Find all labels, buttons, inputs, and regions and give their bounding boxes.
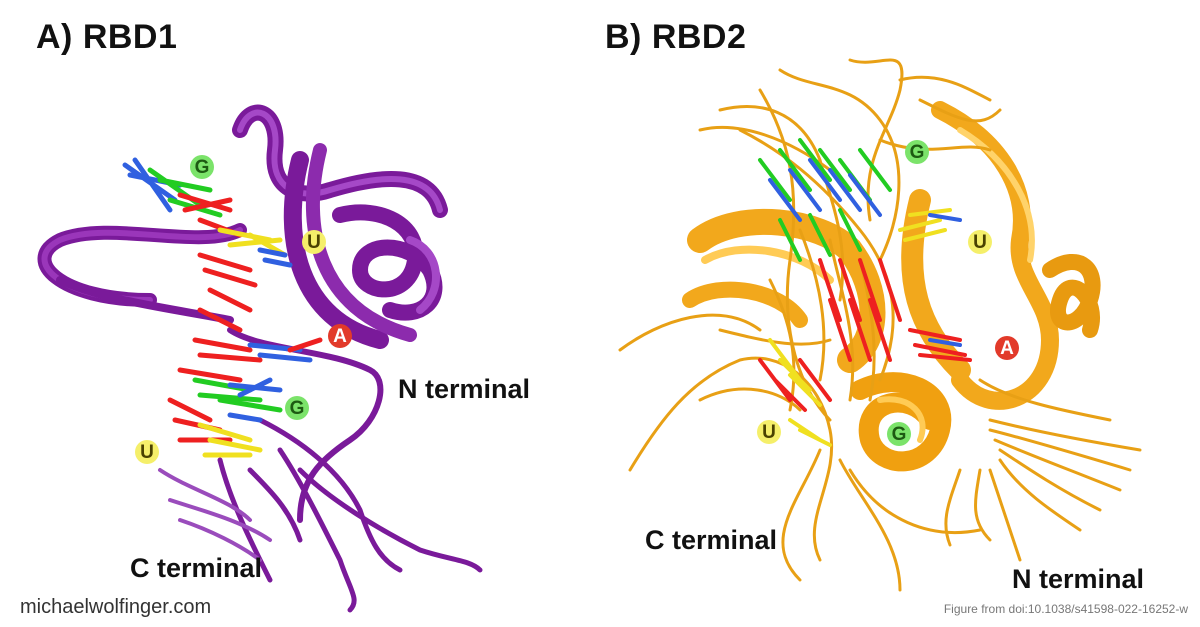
- rbd2-c-terminal-label: C terminal: [645, 525, 778, 555]
- rbd2-nucleotide-g1: G: [905, 140, 929, 164]
- rbd1-nucleotide-a: A: [328, 324, 352, 348]
- panel-b-title: B) RBD2: [605, 18, 747, 56]
- rbd2-n-terminal-label: N terminal: [1012, 564, 1145, 594]
- rbd2-nucleotide-u1: U: [968, 230, 992, 254]
- rbd2-nucleotide-u2: U: [757, 420, 781, 444]
- rbd1-nucleotide-u1: U: [302, 230, 326, 254]
- rbd2-nucleotide-a: A: [995, 336, 1019, 360]
- rbd1-nucleotide-g1: G: [190, 155, 214, 179]
- rbd1-nucleotide-g2: G: [285, 396, 309, 420]
- rbd1-n-terminal-label: N terminal: [398, 374, 531, 404]
- rbd1-nucleotide-u2: U: [135, 440, 159, 464]
- panel-a-title: A) RBD1: [36, 18, 178, 56]
- site-watermark: michaelwolfinger.com: [20, 596, 212, 618]
- rbd2-nucleotide-g2: G: [887, 422, 911, 446]
- figure-source-credit: Figure from doi:10.1038/s41598-022-16252…: [943, 602, 1188, 616]
- rbd1-c-terminal-label: C terminal: [130, 553, 263, 583]
